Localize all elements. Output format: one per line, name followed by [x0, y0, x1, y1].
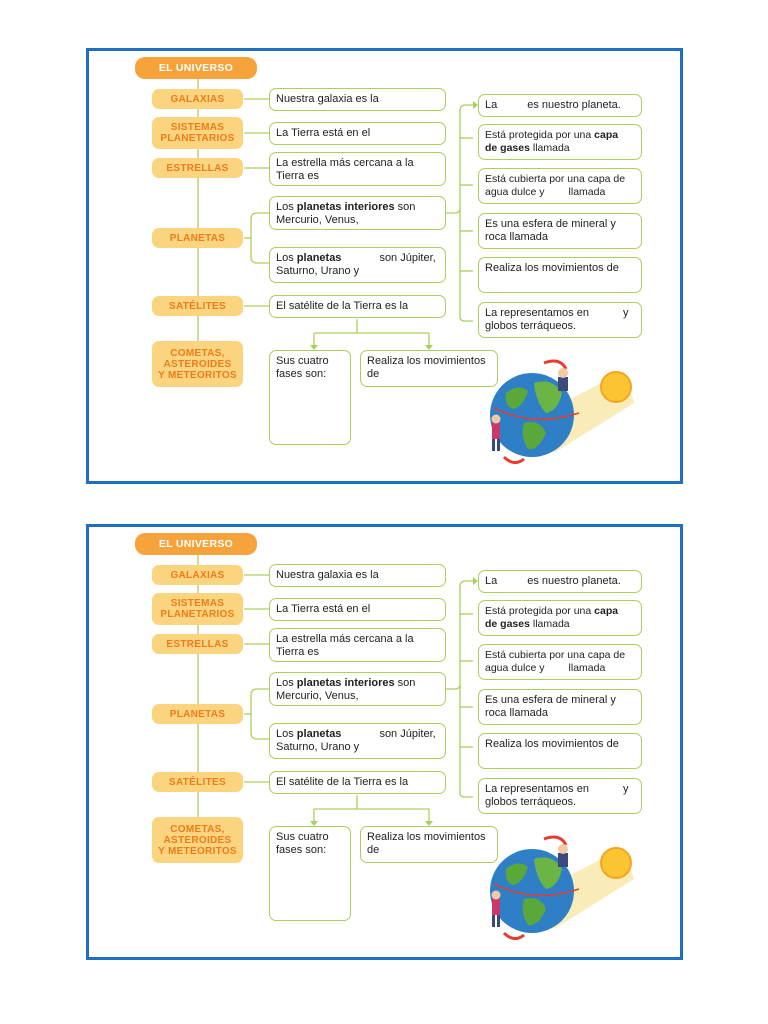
planetas-tag: PLANETAS	[152, 228, 243, 248]
movimientos-luna-box: Realiza los movimientos de	[360, 826, 498, 863]
concept-map-panel: EL UNIVERSO GALAXIAS SISTEMAS PLANETARIO…	[86, 524, 683, 960]
movimientos-tierra-box: Realiza los movimientos de	[478, 257, 642, 293]
rotation-arrow-icon	[543, 359, 568, 370]
galaxias-tag: GALAXIAS	[152, 89, 243, 109]
fases-box: Sus cuatro fases son:	[269, 350, 351, 445]
galaxia-box: Nuestra galaxia es la	[269, 564, 446, 587]
galaxia-box: Nuestra galaxia es la	[269, 88, 446, 111]
satelites-tag: SATÉLITES	[152, 772, 243, 792]
cometas-tag: COMETAS, ASTEROIDES Y METEORITOS	[152, 341, 243, 387]
sun-icon	[600, 847, 632, 879]
movimientos-luna-box: Realiza los movimientos de	[360, 350, 498, 387]
rotation-arrow-icon	[543, 835, 568, 846]
sistemas-tag: SISTEMAS PLANETARIOS	[152, 117, 243, 149]
estrellas-tag: ESTRELLAS	[152, 634, 243, 654]
sistemas-tag: SISTEMAS PLANETARIOS	[152, 593, 243, 625]
satelite-box: El satélite de la Tierra es la	[269, 295, 446, 318]
sistema-box: La Tierra está en el	[269, 122, 446, 145]
child-figure-icon	[491, 844, 568, 927]
title-tag: EL UNIVERSO	[135, 57, 257, 79]
planetas-tag: PLANETAS	[152, 704, 243, 724]
esfera-box: Es una esfera de mineral y roca llamada	[478, 213, 642, 249]
title-tag: EL UNIVERSO	[135, 533, 257, 555]
earth-illustration	[490, 835, 634, 940]
concept-map-panel: EL UNIVERSO GALAXIAS SISTEMAS PLANETARIO…	[86, 48, 683, 484]
fases-box: Sus cuatro fases son:	[269, 826, 351, 921]
child-figure-icon	[491, 368, 568, 451]
earth-illustration	[490, 359, 634, 464]
galaxias-tag: GALAXIAS	[152, 565, 243, 585]
esfera-box: Es una esfera de mineral y roca llamada	[478, 689, 642, 725]
sistema-box: La Tierra está en el	[269, 598, 446, 621]
estrellas-tag: ESTRELLAS	[152, 158, 243, 178]
satelites-tag: SATÉLITES	[152, 296, 243, 316]
movimientos-tierra-box: Realiza los movimientos de	[478, 733, 642, 769]
cometas-tag: COMETAS, ASTEROIDES Y METEORITOS	[152, 817, 243, 863]
satelite-box: El satélite de la Tierra es la	[269, 771, 446, 794]
sun-icon	[600, 371, 632, 403]
